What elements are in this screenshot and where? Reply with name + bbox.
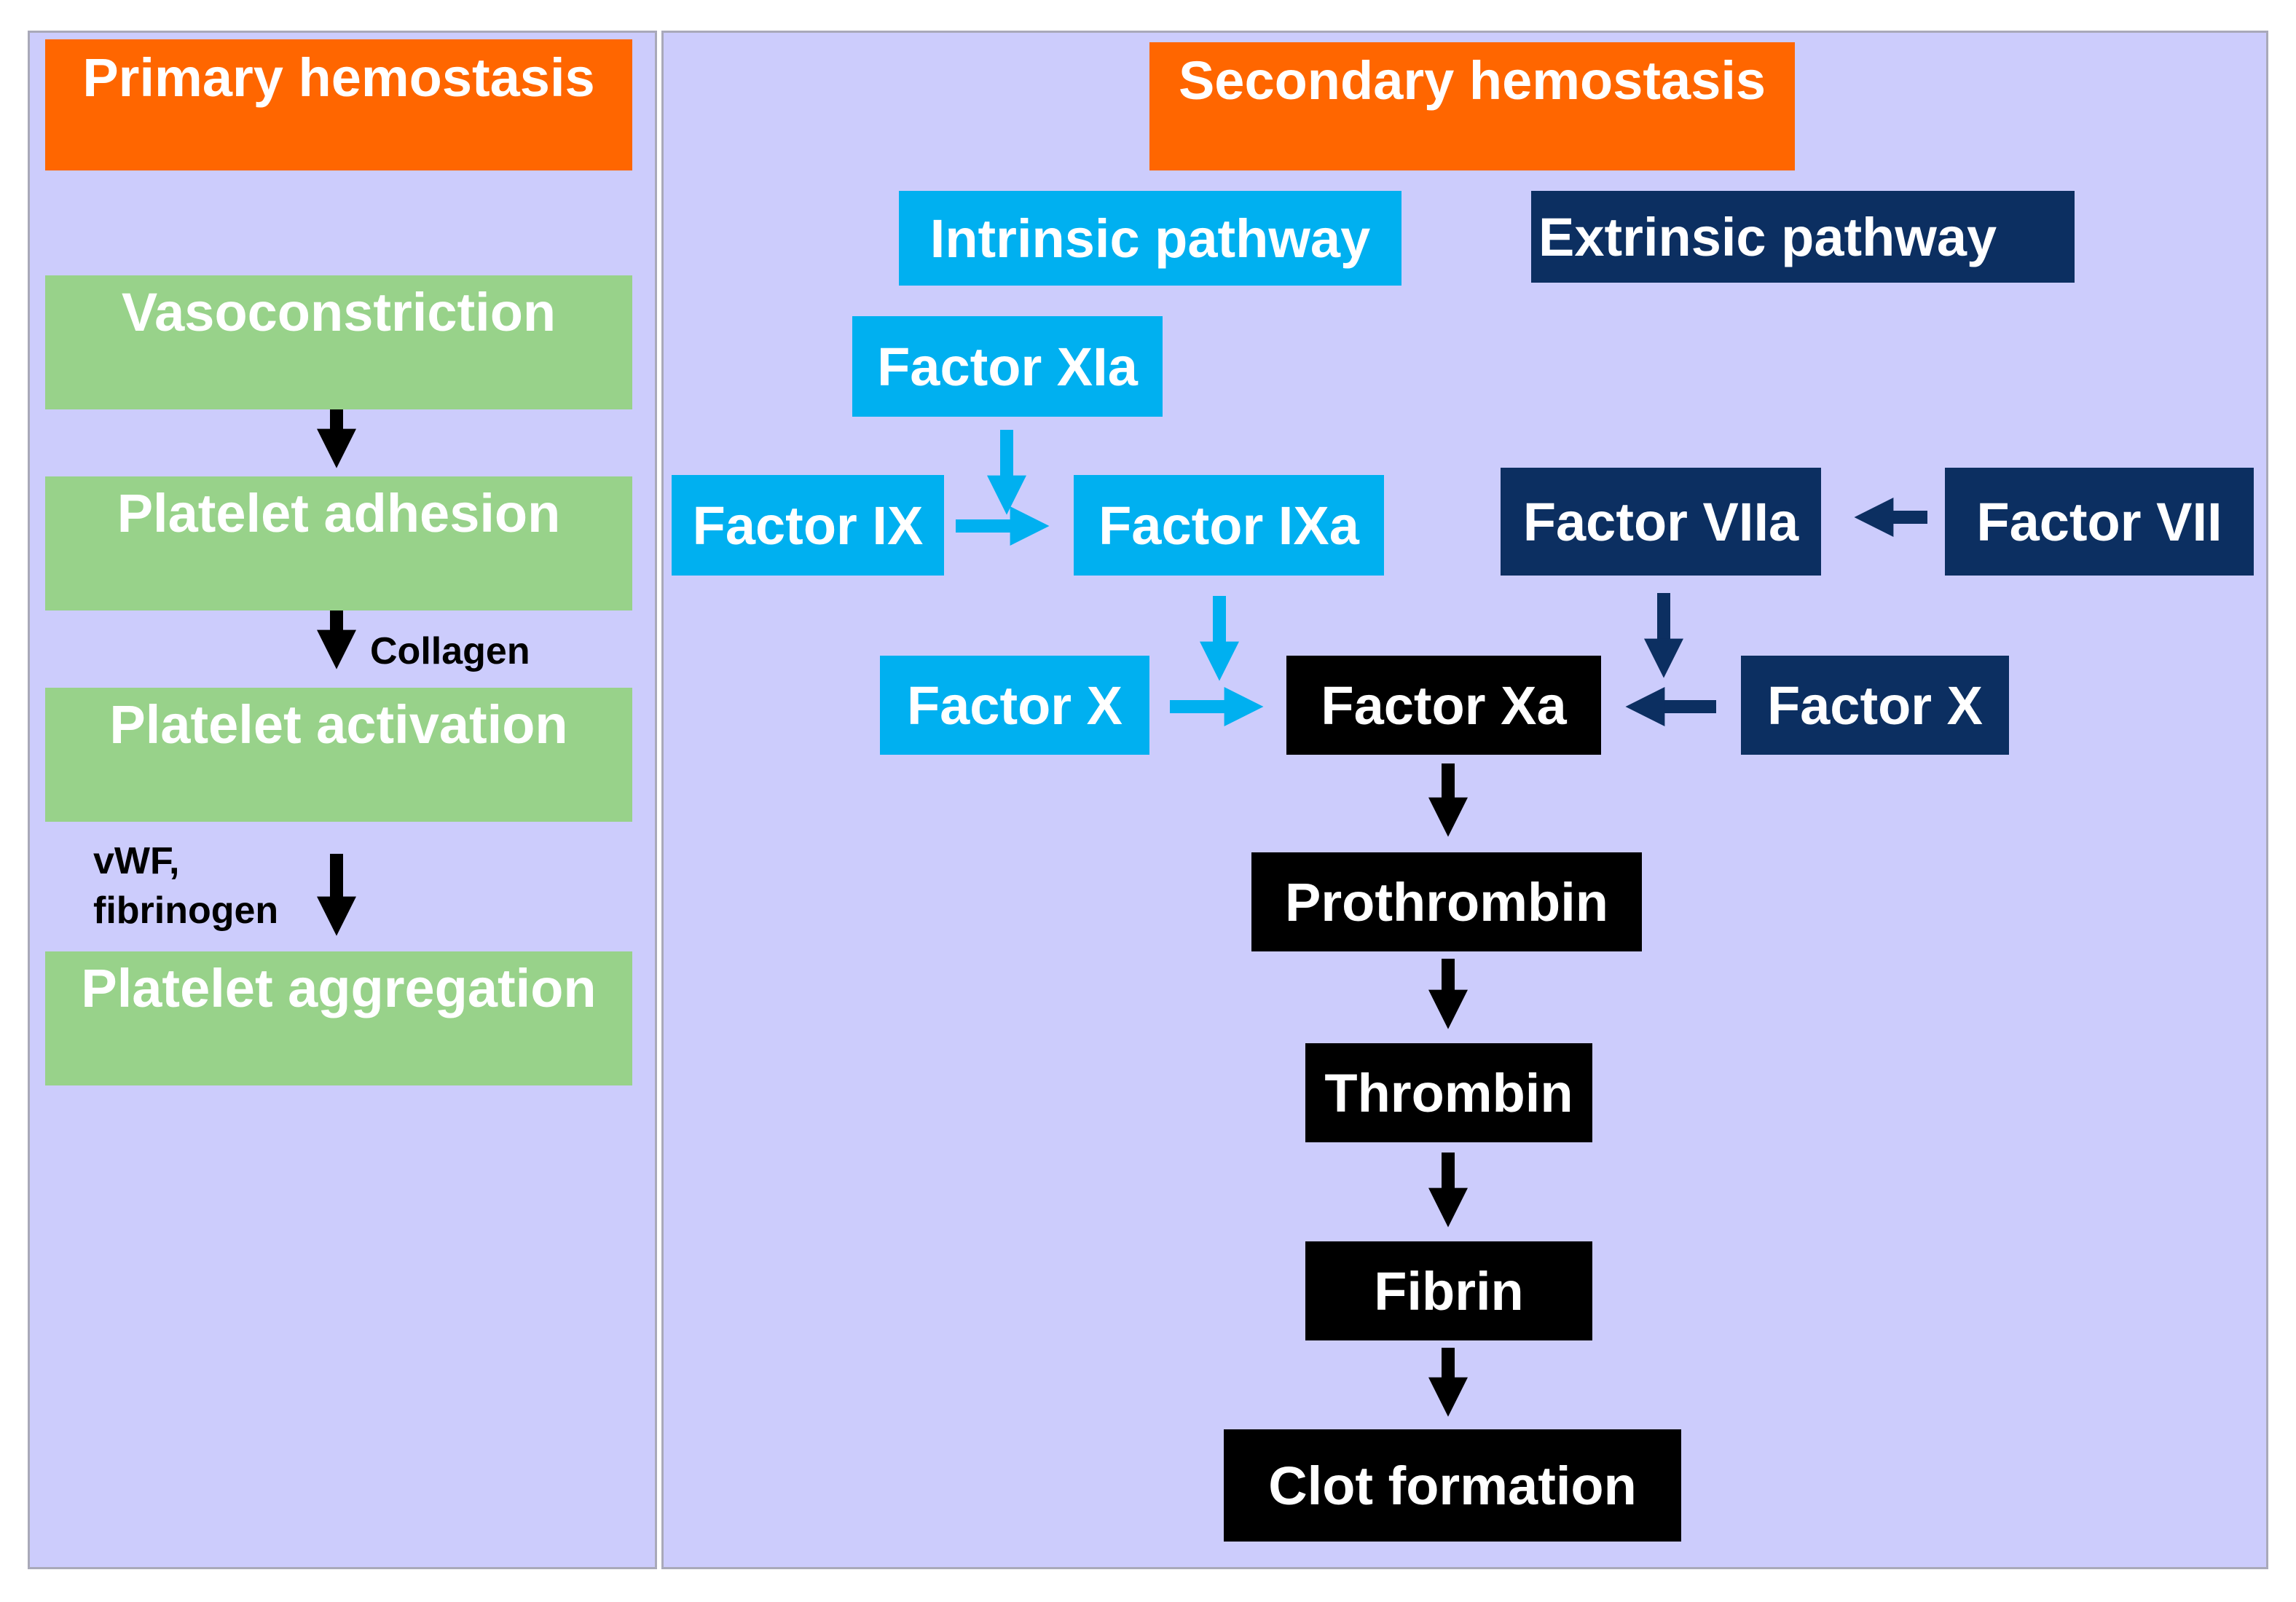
factor-vii-node: Factor VII	[1945, 468, 2254, 576]
extrinsic-factor-x-node: Factor X	[1741, 656, 2009, 755]
fibrinogen-label: fibrinogen	[93, 890, 279, 932]
platelet-activation-step: Platelet activation	[45, 688, 632, 822]
collagen-label: Collagen	[370, 630, 530, 672]
intrinsic-factor-x-node: Factor X	[880, 656, 1149, 755]
clot-formation-node: Clot formation	[1224, 1429, 1681, 1542]
thrombin-node: Thrombin	[1305, 1043, 1592, 1142]
secondary-hemostasis-title: Secondary hemostasis	[1149, 42, 1795, 170]
extrinsic-pathway-label: Extrinsic pathway	[1531, 191, 2075, 283]
platelet-adhesion-step: Platelet adhesion	[45, 476, 632, 610]
primary-hemostasis-title: Primary hemostasis	[45, 39, 632, 170]
factor-ix-node: Factor IX	[672, 475, 944, 576]
vasoconstriction-step: Vasoconstriction	[45, 275, 632, 409]
factor-xia-node: Factor XIa	[852, 316, 1163, 417]
factor-viia-node: Factor VIIa	[1501, 468, 1821, 576]
vwf-label: vWF,	[93, 840, 180, 882]
fibrin-node: Fibrin	[1305, 1241, 1592, 1340]
intrinsic-pathway-label: Intrinsic pathway	[899, 191, 1401, 286]
platelet-aggregation-step: Platelet aggregation	[45, 951, 632, 1085]
factor-xa-node: Factor Xa	[1286, 656, 1601, 755]
factor-ixa-node: Factor IXa	[1074, 475, 1384, 576]
prothrombin-node: Prothrombin	[1251, 852, 1642, 951]
